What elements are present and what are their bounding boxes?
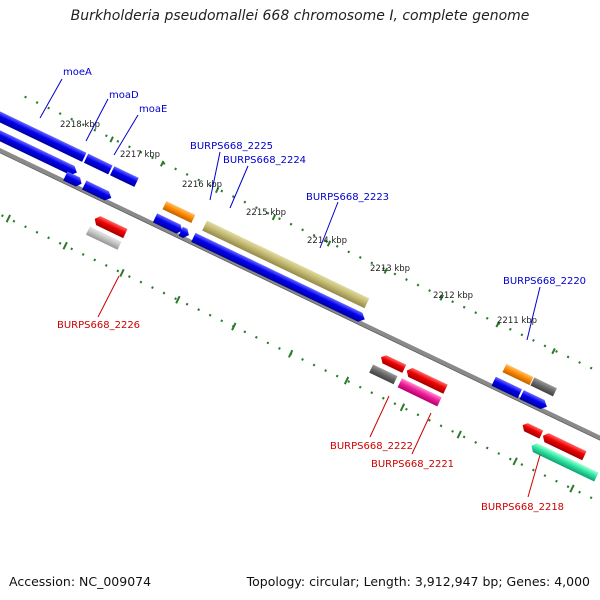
gene-BURPS668_2219-lower[interactable] [519,390,549,411]
gene-label-moaE[interactable]: moaE [139,104,167,115]
tick-label: 2214 kbp [307,236,347,246]
gene-BURPS668_2226-lower[interactable] [85,226,122,250]
tick-label: 2213 kbp [370,264,410,274]
forward-gene-labels: moeA moaD moaE BURPS668_2225 BURPS668_22… [63,67,586,287]
gene-BURPS668_2221[interactable] [405,366,448,394]
gene-label-BURPS668_2221[interactable]: BURPS668_2221 [371,459,454,470]
gene-label-BURPS668_2218[interactable]: BURPS668_2218 [481,502,564,513]
gene-moeA[interactable] [0,105,87,162]
genome-backbone-edge [0,142,600,481]
tick-label: 2217 kbp [120,150,160,160]
gene-BURPS668_2222-lower[interactable] [369,364,398,385]
tick-label: 2212 kbp [433,291,473,301]
gene-moaD-lower[interactable] [63,171,84,188]
gene-label-BURPS668_2225[interactable]: BURPS668_2225 [190,141,273,152]
gene-moaD[interactable] [83,153,113,175]
tick-label: 2218 kbp [60,120,100,130]
reverse-leader-lines [97,275,541,498]
kbp-ticks-inner [5,214,575,493]
kbp-ticks-outer [109,136,556,355]
gene-BURPS668_2223[interactable] [202,220,370,309]
gene-BURPS668_2218-red2[interactable] [541,431,587,461]
tick-label: 2211 kbp [497,316,537,326]
gene-BURPS668_2220-gray[interactable] [530,377,557,397]
kbp-tick-labels: 2218 kbp 2217 kbp 2216 kbp 2215 kbp 2214… [60,120,537,326]
gene-BURPS668_2220[interactable] [502,364,534,386]
forward-leader-lines [39,78,541,341]
map-title: Burkholderia pseudomallei 668 chromosome… [70,8,530,24]
gene-BURPS668_2226[interactable] [93,214,128,239]
gene-moeA-lower[interactable] [0,120,79,178]
genome-summary-text: Topology: circular; Length: 3,912,947 bp… [246,574,590,589]
gene-moaE-lower[interactable] [82,180,113,203]
tick-label: 2215 kbp [246,208,286,218]
gene-BURPS668_2225[interactable] [162,201,196,224]
gene-BURPS668_2221-lower[interactable] [397,378,442,407]
gene-label-BURPS668_2220[interactable]: BURPS668_2220 [503,276,586,287]
gene-BURPS668_2218-red[interactable] [520,421,544,439]
gene-label-BURPS668_2226[interactable]: BURPS668_2226 [57,320,140,331]
gene-BURPS668_2223-lower[interactable] [191,232,367,324]
gene-label-BURPS668_2222[interactable]: BURPS668_2222 [330,441,413,452]
tick-label: 2216 kbp [182,180,222,190]
gene-moaE[interactable] [110,166,139,187]
gene-BURPS668_2222[interactable] [379,354,407,373]
accession-text: Accession: NC_009074 [9,574,152,589]
gene-label-BURPS668_2223[interactable]: BURPS668_2223 [306,192,389,203]
gene-BURPS668_2218[interactable] [529,441,599,482]
reverse-gene-labels: BURPS668_2226 BURPS668_2222 BURPS668_222… [57,320,564,513]
gene-BURPS668_2225-lower[interactable] [152,213,184,235]
scale-dots-inner [0,197,600,532]
gene-BURPS668_2220-lower[interactable] [491,376,523,399]
gene-label-moeA[interactable]: moeA [63,67,92,78]
gene-BURPS668_2224[interactable] [178,226,191,240]
gene-label-moaD[interactable]: moaD [109,90,139,101]
gene-label-BURPS668_2224[interactable]: BURPS668_2224 [223,155,306,166]
